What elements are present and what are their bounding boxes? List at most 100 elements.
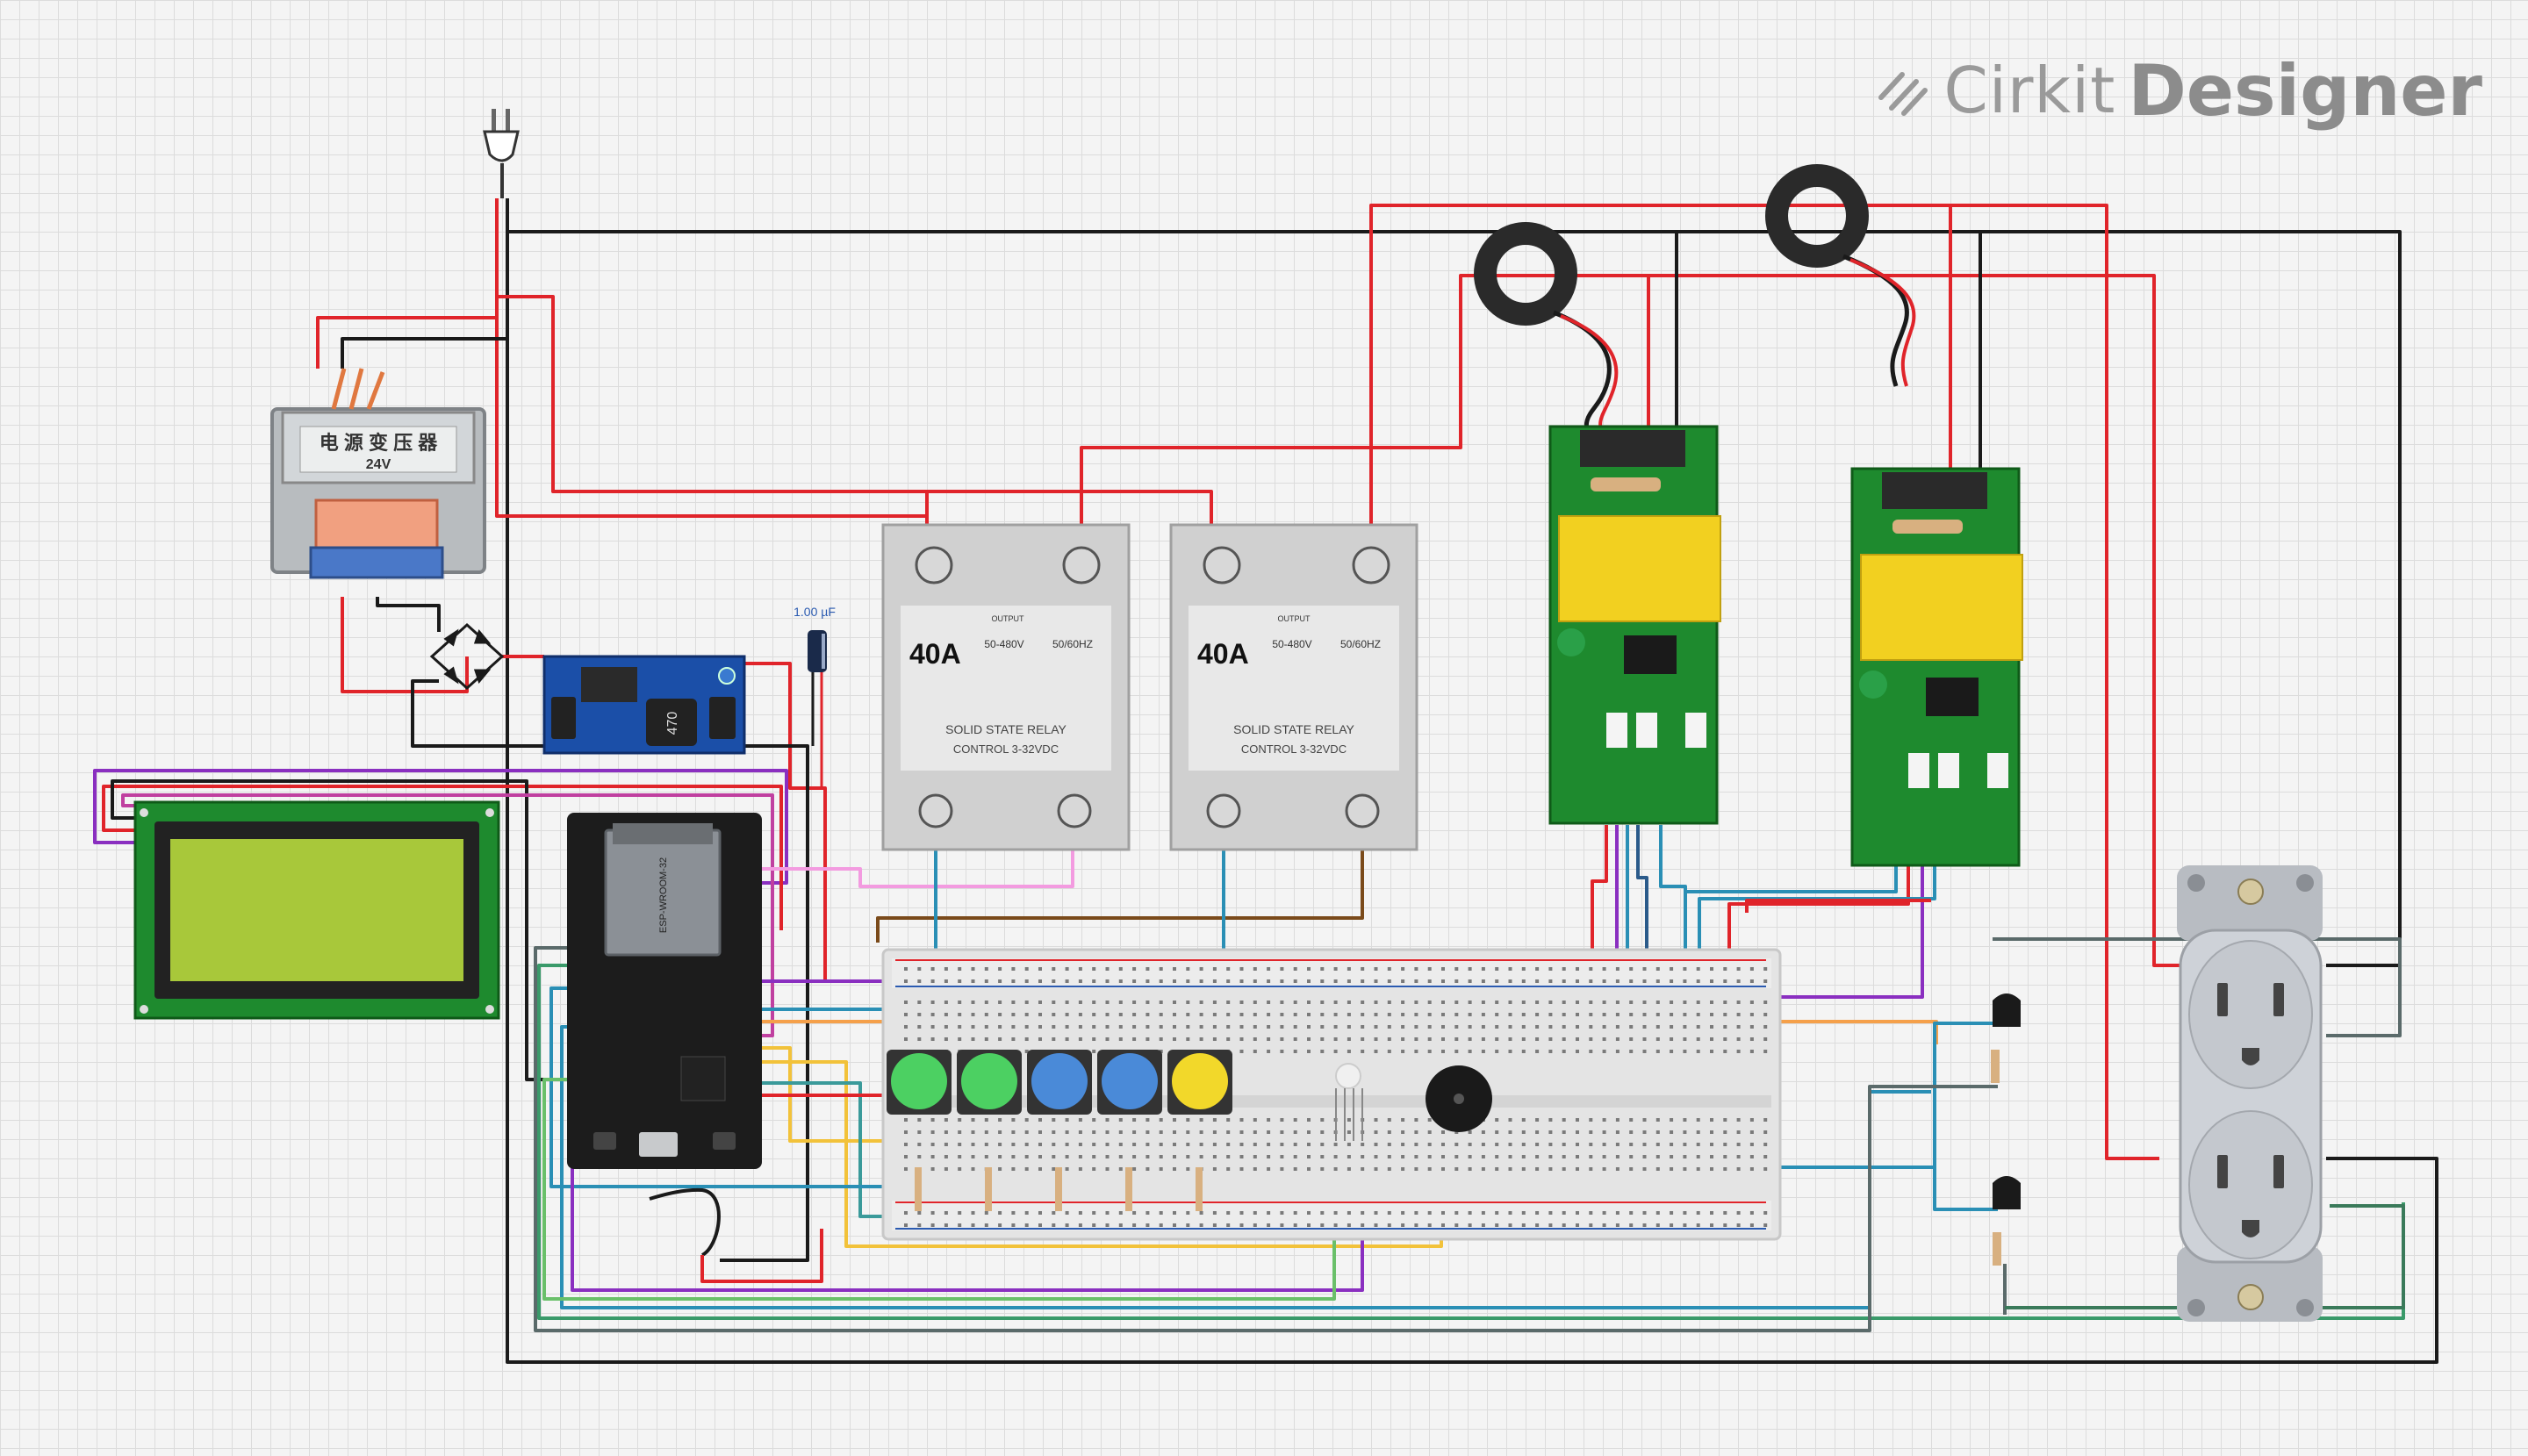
breadboard-hole[interactable] [1052, 1143, 1056, 1146]
breadboard-hole[interactable] [1548, 1211, 1553, 1215]
breadboard-hole[interactable] [1521, 1050, 1526, 1053]
breadboard-hole[interactable] [1710, 1223, 1713, 1227]
breadboard-hole[interactable] [1401, 1130, 1405, 1134]
breadboard-hole[interactable] [1576, 1130, 1579, 1134]
breadboard-hole[interactable] [904, 1130, 908, 1134]
breadboard-hole[interactable] [1749, 1143, 1754, 1146]
breadboard-hole[interactable] [904, 1013, 908, 1016]
breadboard-hole[interactable] [1615, 1167, 1620, 1171]
breadboard-hole[interactable] [1173, 1130, 1176, 1134]
duplex-outlet[interactable] [2177, 865, 2323, 1322]
breadboard-hole[interactable] [984, 1118, 988, 1122]
breadboard-hole[interactable] [1710, 1001, 1713, 1004]
breadboard-hole[interactable] [1293, 1037, 1297, 1041]
breadboard-hole[interactable] [1763, 1037, 1768, 1041]
breadboard-hole[interactable] [1307, 1130, 1311, 1134]
breadboard-hole[interactable] [1683, 1130, 1687, 1134]
breadboard-hole[interactable] [1146, 979, 1150, 983]
breadboard-hole[interactable] [1723, 1013, 1727, 1016]
breadboard-hole[interactable] [1105, 1211, 1110, 1215]
breadboard-hole[interactable] [1683, 1155, 1687, 1158]
breadboard-hole[interactable] [1441, 1143, 1445, 1146]
breadboard-hole[interactable] [1052, 1037, 1056, 1041]
breadboard-hole[interactable] [1615, 967, 1620, 971]
breadboard-hole[interactable] [1763, 1167, 1768, 1171]
breadboard-hole[interactable] [1267, 1013, 1271, 1016]
breadboard-hole[interactable] [1333, 1211, 1338, 1215]
breadboard-hole[interactable] [1683, 1001, 1687, 1004]
breadboard-hole[interactable] [1132, 979, 1137, 983]
breadboard-hole[interactable] [1052, 1001, 1056, 1004]
breadboard-hole[interactable] [1401, 1050, 1405, 1053]
breadboard-hole[interactable] [1508, 1118, 1512, 1122]
breadboard-hole[interactable] [1159, 1155, 1163, 1158]
breadboard-hole[interactable] [1548, 1037, 1553, 1041]
breadboard-hole[interactable] [1749, 1025, 1754, 1029]
breadboard-hole[interactable] [1024, 1130, 1029, 1134]
breadboard-hole[interactable] [1414, 1001, 1418, 1004]
breadboard-hole[interactable] [1481, 967, 1485, 971]
breadboard-hole[interactable] [958, 1001, 962, 1004]
breadboard-hole[interactable] [1414, 1223, 1418, 1227]
breadboard-hole[interactable] [1280, 979, 1284, 983]
esp32-usb-port[interactable] [639, 1132, 678, 1157]
wire-ct1-loop[interactable] [1461, 274, 2186, 967]
breadboard-hole[interactable] [1414, 1130, 1418, 1134]
breadboard-hole[interactable] [1226, 1130, 1231, 1134]
breadboard-hole[interactable] [1508, 1013, 1512, 1016]
breadboard-hole[interactable] [1602, 1118, 1606, 1122]
breadboard-hole[interactable] [1481, 1013, 1485, 1016]
breadboard-hole[interactable] [1710, 1167, 1713, 1171]
breadboard-hole[interactable] [1670, 1155, 1674, 1158]
breadboard-hole[interactable] [1535, 1130, 1540, 1134]
breadboard-hole[interactable] [1723, 1130, 1727, 1134]
breadboard-hole[interactable] [1749, 1001, 1754, 1004]
breadboard-hole[interactable] [1427, 1143, 1432, 1146]
breadboard-hole[interactable] [1212, 1167, 1217, 1171]
breadboard-hole[interactable] [1495, 967, 1499, 971]
breadboard-hole[interactable] [1629, 1130, 1634, 1134]
breadboard-hole[interactable] [984, 1211, 988, 1215]
breadboard-hole[interactable] [1414, 967, 1418, 971]
breadboard-hole[interactable] [1239, 1155, 1244, 1158]
wire-relay2-ctrl-brown[interactable] [876, 816, 1364, 943]
breadboard-hole[interactable] [1441, 967, 1445, 971]
breadboard-hole[interactable] [1374, 1037, 1378, 1041]
breadboard-hole[interactable] [1159, 1025, 1163, 1029]
breadboard-hole[interactable] [1749, 1211, 1754, 1215]
breadboard-hole[interactable] [1468, 1001, 1472, 1004]
breadboard-hole[interactable] [1535, 1211, 1540, 1215]
breadboard-hole[interactable] [1118, 1037, 1123, 1041]
breadboard-hole[interactable] [1024, 1025, 1029, 1029]
breadboard-hole[interactable] [1576, 967, 1579, 971]
breadboard-hole[interactable] [1670, 1037, 1674, 1041]
breadboard-hole[interactable] [1521, 1143, 1526, 1146]
breadboard-hole[interactable] [1293, 1155, 1297, 1158]
breadboard-hole[interactable] [917, 1037, 922, 1041]
breadboard-hole[interactable] [1414, 1050, 1418, 1053]
breadboard-hole[interactable] [930, 1143, 935, 1146]
breadboard-hole[interactable] [1038, 1037, 1042, 1041]
breadboard-hole[interactable] [1011, 1001, 1016, 1004]
breadboard-hole[interactable] [1562, 1155, 1566, 1158]
breadboard-hole[interactable] [1454, 1167, 1459, 1171]
breadboard-hole[interactable] [930, 1001, 935, 1004]
breadboard-hole[interactable] [1186, 1025, 1190, 1029]
breadboard-hole[interactable] [1226, 979, 1231, 983]
breadboard-hole[interactable] [1212, 967, 1217, 971]
breadboard-hole[interactable] [1361, 1050, 1365, 1053]
breadboard-hole[interactable] [971, 1025, 975, 1029]
breadboard-hole[interactable] [1749, 1013, 1754, 1016]
breadboard-hole[interactable] [1186, 1167, 1190, 1171]
breadboard-hole[interactable] [1347, 1013, 1351, 1016]
breadboard-hole[interactable] [1078, 1037, 1082, 1041]
breadboard-hole[interactable] [1374, 1211, 1378, 1215]
breadboard-hole[interactable] [958, 979, 962, 983]
breadboard-hole[interactable] [1670, 1025, 1674, 1029]
esp32-boot-button[interactable] [713, 1132, 736, 1150]
breadboard-hole[interactable] [971, 1223, 975, 1227]
breadboard-hole[interactable] [984, 1155, 988, 1158]
breadboard-hole[interactable] [1736, 967, 1741, 971]
breadboard-hole[interactable] [1602, 1130, 1606, 1134]
wire-pzem1-teal[interactable] [1659, 825, 1687, 974]
